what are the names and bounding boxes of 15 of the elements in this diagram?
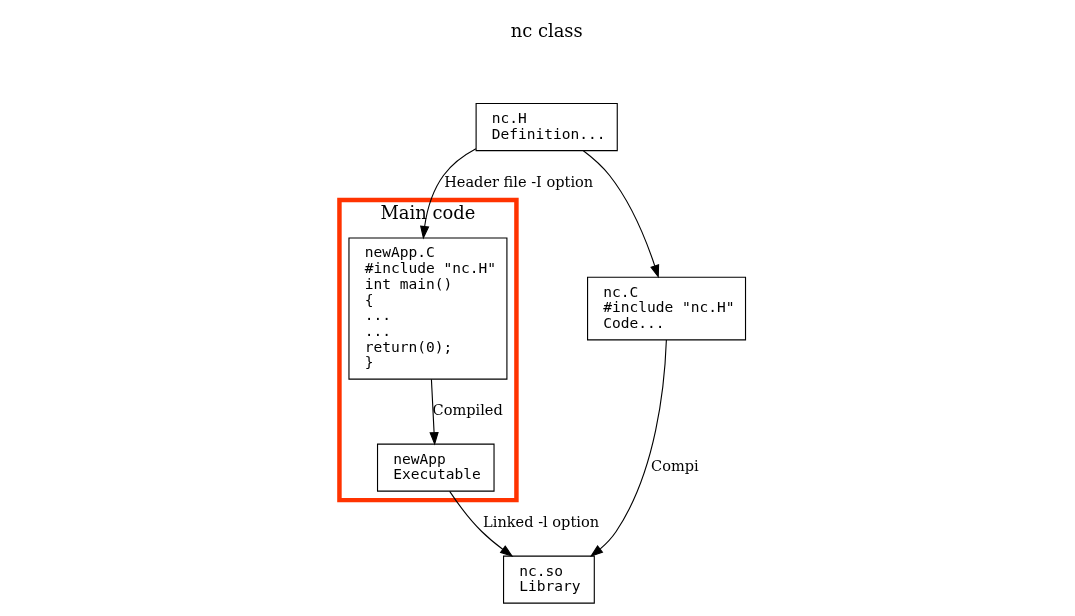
node-box: newApp.C #include "nc.H" int main() { ... ... return(0); }: [347, 237, 507, 380]
edge-label: Compiled: [432, 401, 503, 419]
arrow: [419, 148, 476, 240]
arrow: [448, 490, 513, 557]
node-box: nc.C #include "nc.H" Code...: [586, 276, 746, 341]
arrow: [428, 378, 439, 446]
node-box: nc.H Definition...: [475, 103, 618, 152]
arrow: [582, 150, 659, 279]
label: nc class: [510, 20, 583, 42]
edge-label: Header file -I option: [443, 172, 593, 190]
edge-label: Compi: [650, 457, 699, 475]
node-box: nc.so Library: [502, 555, 595, 604]
edge-label: Linked -l option: [482, 513, 599, 531]
node-box: newApp Executable: [376, 443, 495, 492]
arrow: [589, 339, 667, 558]
